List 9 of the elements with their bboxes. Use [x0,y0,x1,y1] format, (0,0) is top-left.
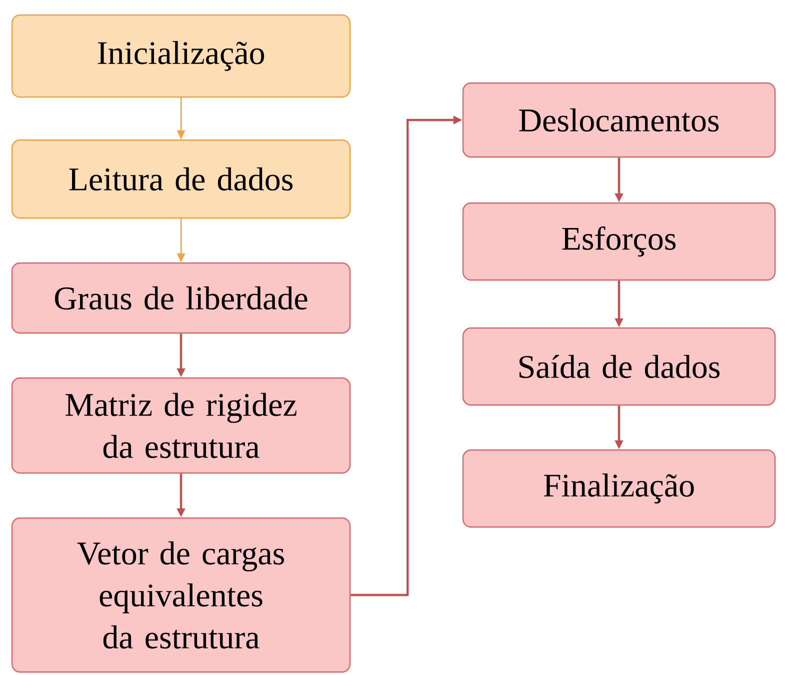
process-box: Esforços [462,202,776,281]
process-box: Leitura de dados [11,139,351,219]
process-box: Graus de liberdade [11,262,351,334]
process-box: Inicialização [11,14,351,98]
process-box: Deslocamentos [462,82,776,158]
process-box: Matriz de rigidez da estrutura [11,377,351,474]
process-box: Finalização [462,449,776,528]
process-box: Vetor de cargas equivalentes da estrutura [11,517,351,673]
process-box: Saída de dados [462,327,776,406]
